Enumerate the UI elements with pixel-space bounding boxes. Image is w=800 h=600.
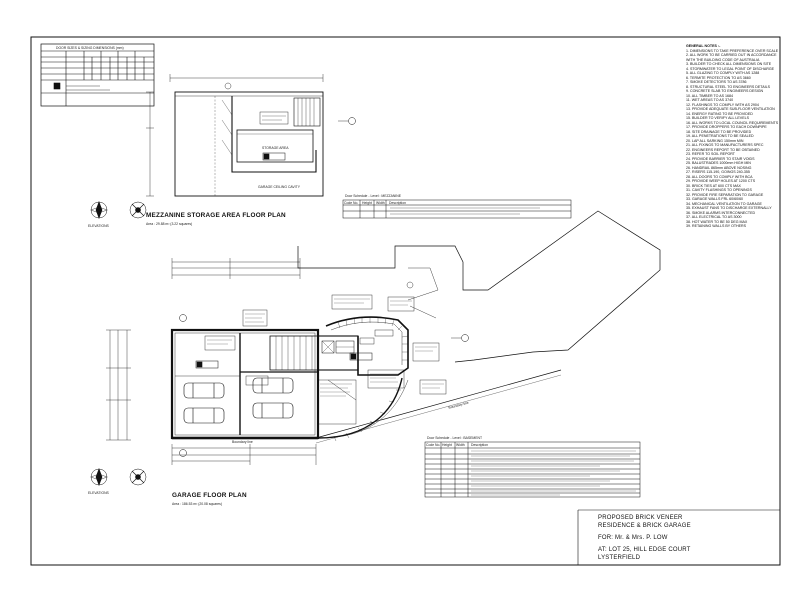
general-note: 8. STRUCTURAL STEEL TO ENGINEERS DETAILS [686, 84, 771, 89]
mezzanine-schedule-title: Door Schedule - Level : MEZZANINE [345, 194, 401, 198]
general-note: 16. ALL WORKS TO LOCAL COUNCIL REQUIREME… [686, 120, 779, 125]
car-2 [183, 407, 225, 424]
base-col-height: Height [442, 443, 452, 447]
elevations-label-top: ELEVATIONS [88, 224, 109, 228]
base-col-code: Code No. [426, 443, 441, 447]
general-note: 28. ALL DOORS TO COMPLY WITH BCA [686, 174, 753, 179]
title-line-5: LYSTERFIELD [598, 555, 641, 561]
general-note: 19. ALL PENETRATIONS TO BE SEALED [686, 134, 754, 138]
car-3 [252, 377, 294, 394]
general-note: 7. SMOKE DETECTORS TO AS 3786 [686, 80, 747, 84]
sheet-border [30, 36, 781, 566]
car-4 [252, 402, 294, 419]
general-note: 13. PROVIDE ADEQUATE SUB-FLOOR VENTILATI… [686, 107, 775, 111]
elevations-label-bottom: ELEVATIONS [88, 491, 109, 495]
general-note: WITH THE BUILDING CODE OF AUSTRALIA [686, 57, 760, 62]
general-note: 25. BALUSTRADES 1000mm HIGH MIN [686, 161, 751, 165]
general-note: 37. ALL ELECTRICAL TO AS 3000 [686, 215, 742, 219]
general-note: 30. BRICK TIES AT 600 CTS MAX [686, 183, 741, 188]
general-note: 1. DIMENSIONS TO TAKE PREFERENCE OVER SC… [686, 48, 779, 53]
title-line-2: RESIDENCE & BRICK GARAGE [598, 523, 691, 529]
general-note: 33. GARAGE WALLS FRL 60/60/60 [686, 197, 744, 201]
general-note: 18. SITE DRAINAGE TO BE PROVIDED [686, 129, 752, 134]
dimension-table [40, 43, 155, 107]
general-note: 32. PROVIDE FIRE SEPARATION TO GARAGE [686, 192, 764, 197]
base-col-width: Width [456, 443, 465, 447]
elevation-symbol-top [90, 201, 147, 219]
storage-area-label: STORAGE AREA [262, 146, 289, 150]
general-note: 9. CONCRETE SLAB TO ENGINEERS DESIGN [686, 89, 764, 93]
general-note: 34. MECHANICAL VENTILATION TO GARAGE [686, 201, 762, 206]
mezz-col-width: Width [376, 201, 385, 205]
mezzanine-door-schedule [342, 199, 572, 219]
general-notes-heading: GENERAL NOTES :- [686, 44, 721, 48]
general-note: 27. RISERS 115-190, GOINGS 240-355 [686, 170, 750, 174]
general-note: 23. REFER TO SOIL REPORT [686, 152, 735, 156]
dimension-table-title: DOOR SIZES & SIZING DIMENSIONS (mm) [56, 46, 124, 50]
title-line-4: AT: LOT 25, HILL EDGE COURT [598, 547, 691, 553]
general-note: 3. BUILDER TO CHECK ALL DIMENSIONS ON SI… [686, 62, 772, 66]
site-boundary [297, 210, 661, 444]
mezz-col-height: Height [362, 201, 372, 205]
garage-plan-title: GARAGE FLOOR PLAN [172, 492, 247, 499]
general-note: 36. SMOKE ALARMS INTERCONNECTED [686, 210, 756, 215]
general-note: 11. WET AREAS TO AS 3740 [686, 98, 734, 102]
general-notes-list: 1. DIMENSIONS TO TAKE PREFERENCE OVER SC… [686, 49, 786, 229]
general-note: 31. CAVITY FLASHINGS TO OPENINGS [686, 188, 752, 192]
general-note: 26. HANDRAIL 865mm ABOVE NOSING [686, 165, 752, 170]
car-1 [183, 382, 225, 399]
general-note: 6. TERMITE PROTECTION TO AS 3660 [686, 75, 751, 80]
boundary-label-garage: Boundary line [232, 440, 253, 444]
general-note: 12. FLASHINGS TO COMPLY WITH AS 2904 [686, 102, 759, 107]
general-note: 5. ALL GLAZING TO COMPLY WITH AS 1288 [686, 71, 760, 75]
elevation-symbol-bottom [90, 468, 147, 486]
title-line-1: PROPOSED BRICK VENEER [598, 515, 683, 521]
general-note: 17. PROVIDE DROPPERS TO EACH DOWNPIPE [686, 125, 767, 129]
general-note: 4. STORMWATER TO LEGAL POINT OF DISCHARG… [686, 66, 775, 71]
title-line-3: FOR: Mr. & Mrs. P. LOW [598, 535, 668, 541]
general-note: 39. RETAINING WALLS BY OTHERS [686, 224, 747, 228]
general-note: 24. PROVIDE BARRIER TO STAIR VOIDS [686, 156, 755, 161]
general-note: 38. HOT WATER TO BE 50 DEG MAX [686, 219, 748, 224]
title-block [577, 509, 780, 565]
mezzanine-area: Area : 29.88 m² (3.22 squares) [146, 222, 193, 226]
general-note: 20. LAP ALL SARKING 150mm MIN [686, 138, 744, 143]
general-note: 14. ENERGY RATING TO BE PROVIDED [686, 111, 753, 116]
basement-door-schedule [424, 441, 641, 498]
basement-schedule-title: Door Schedule - Level : BASEMENT [427, 436, 483, 440]
general-note: 21. ALL FIXINGS TO MANUFACTURERS SPEC [686, 143, 764, 147]
mezzanine-plan [146, 74, 356, 197]
general-notes: GENERAL NOTES :- 1. DIMENSIONS TO TAKE P… [686, 44, 786, 229]
general-note: 35. EXHAUST FANS TO DISCHARGE EXTERNALLY [686, 206, 772, 210]
garage-ceiling-label: GARAGE CEILING CAVITY [258, 185, 300, 189]
general-note: 15. BUILDER TO VERIFY ALL LEVELS [686, 116, 749, 120]
mezz-col-description: Description [389, 201, 406, 205]
general-note: 2. ALL WORK TO BE CARRIED OUT IN ACCORDA… [686, 53, 777, 57]
garage-plan [106, 258, 469, 465]
base-col-description: Description [471, 443, 488, 447]
mezz-col-code: Code No. [344, 201, 359, 205]
general-note: 10. ALL TIMBER TO AS 1684 [686, 93, 734, 98]
general-note: 29. PROVIDE WEEP HOLES AT 1200 CTS [686, 179, 756, 183]
mezzanine-plan-title: MEZZANINE STORAGE AREA FLOOR PLAN [146, 212, 286, 219]
garage-area: Area : 186.53 m² (20.08 squares) [172, 502, 222, 506]
general-note: 22. ENGINEERS REPORT TO BE OBTAINED [686, 147, 760, 152]
